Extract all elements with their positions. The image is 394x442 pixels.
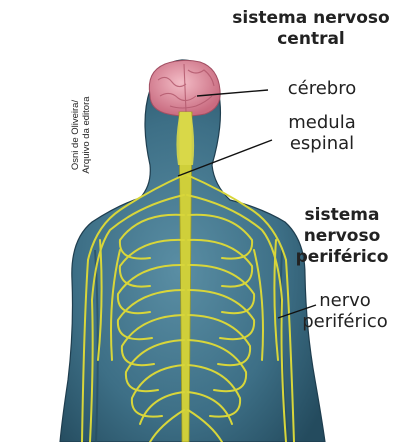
- central-label-line-1: sistema nervoso: [228, 8, 394, 29]
- brain-label: cérebro: [272, 78, 372, 99]
- credit-line-1: Osni de Oliveira/: [70, 70, 81, 200]
- spinal-label-line-1: medula: [270, 112, 374, 133]
- peripheral-system-line-1: sistema: [290, 205, 394, 226]
- brain-label-text: cérebro: [272, 78, 372, 99]
- peripheral-system-line-3: periférico: [290, 247, 394, 268]
- image-credit: Osni de Oliveira/ Arquivo da editora: [70, 70, 92, 200]
- central-nervous-system-label: sistema nervoso central: [228, 8, 394, 50]
- nerve-label-line-1: nervo: [296, 290, 394, 311]
- nerve-label-line-2: periférico: [296, 311, 394, 332]
- spinal-cord-label: medula espinal: [270, 112, 374, 154]
- credit-line-2: Arquivo da editora: [81, 70, 92, 200]
- spinal-label-line-2: espinal: [270, 133, 374, 154]
- peripheral-system-line-2: nervoso: [290, 226, 394, 247]
- central-label-line-2: central: [228, 29, 394, 50]
- peripheral-nervous-system-label: sistema nervoso periférico: [290, 205, 394, 268]
- peripheral-nerve-label: nervo periférico: [296, 290, 394, 332]
